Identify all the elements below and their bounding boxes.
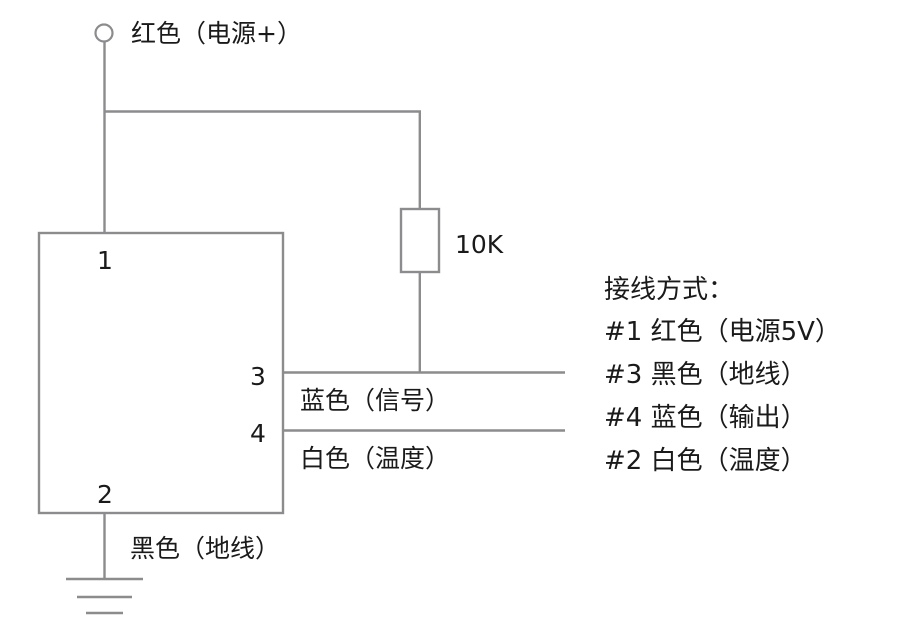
pin-1-label: 1 (97, 246, 113, 275)
signal-wire-label: 蓝色（信号） (300, 386, 450, 415)
temperature-wire-label: 白色（温度） (300, 444, 450, 473)
pin-4-label: 4 (250, 419, 266, 448)
power-terminal-label: 红色（电源+） (131, 19, 302, 48)
pin-3-label: 3 (250, 362, 266, 391)
ground-wire-label: 黑色（地线） (130, 534, 280, 563)
legend-heading: 接线方式： (604, 275, 734, 305)
resistor-value-label: 10K (455, 230, 504, 259)
power-terminal-node-icon (94, 23, 114, 43)
legend-item-pin1: #1 红色（电源5V） (604, 317, 841, 347)
legend-item-pin4: #4 蓝色（输出） (604, 403, 807, 433)
legend-item-pin2: #2 白色（温度） (604, 446, 807, 476)
resistor-body (399, 207, 441, 274)
legend-item-pin3: #3 黑色（地线） (604, 360, 807, 390)
pin-2-label: 2 (97, 480, 113, 509)
sensor-ic-body (37, 231, 285, 515)
